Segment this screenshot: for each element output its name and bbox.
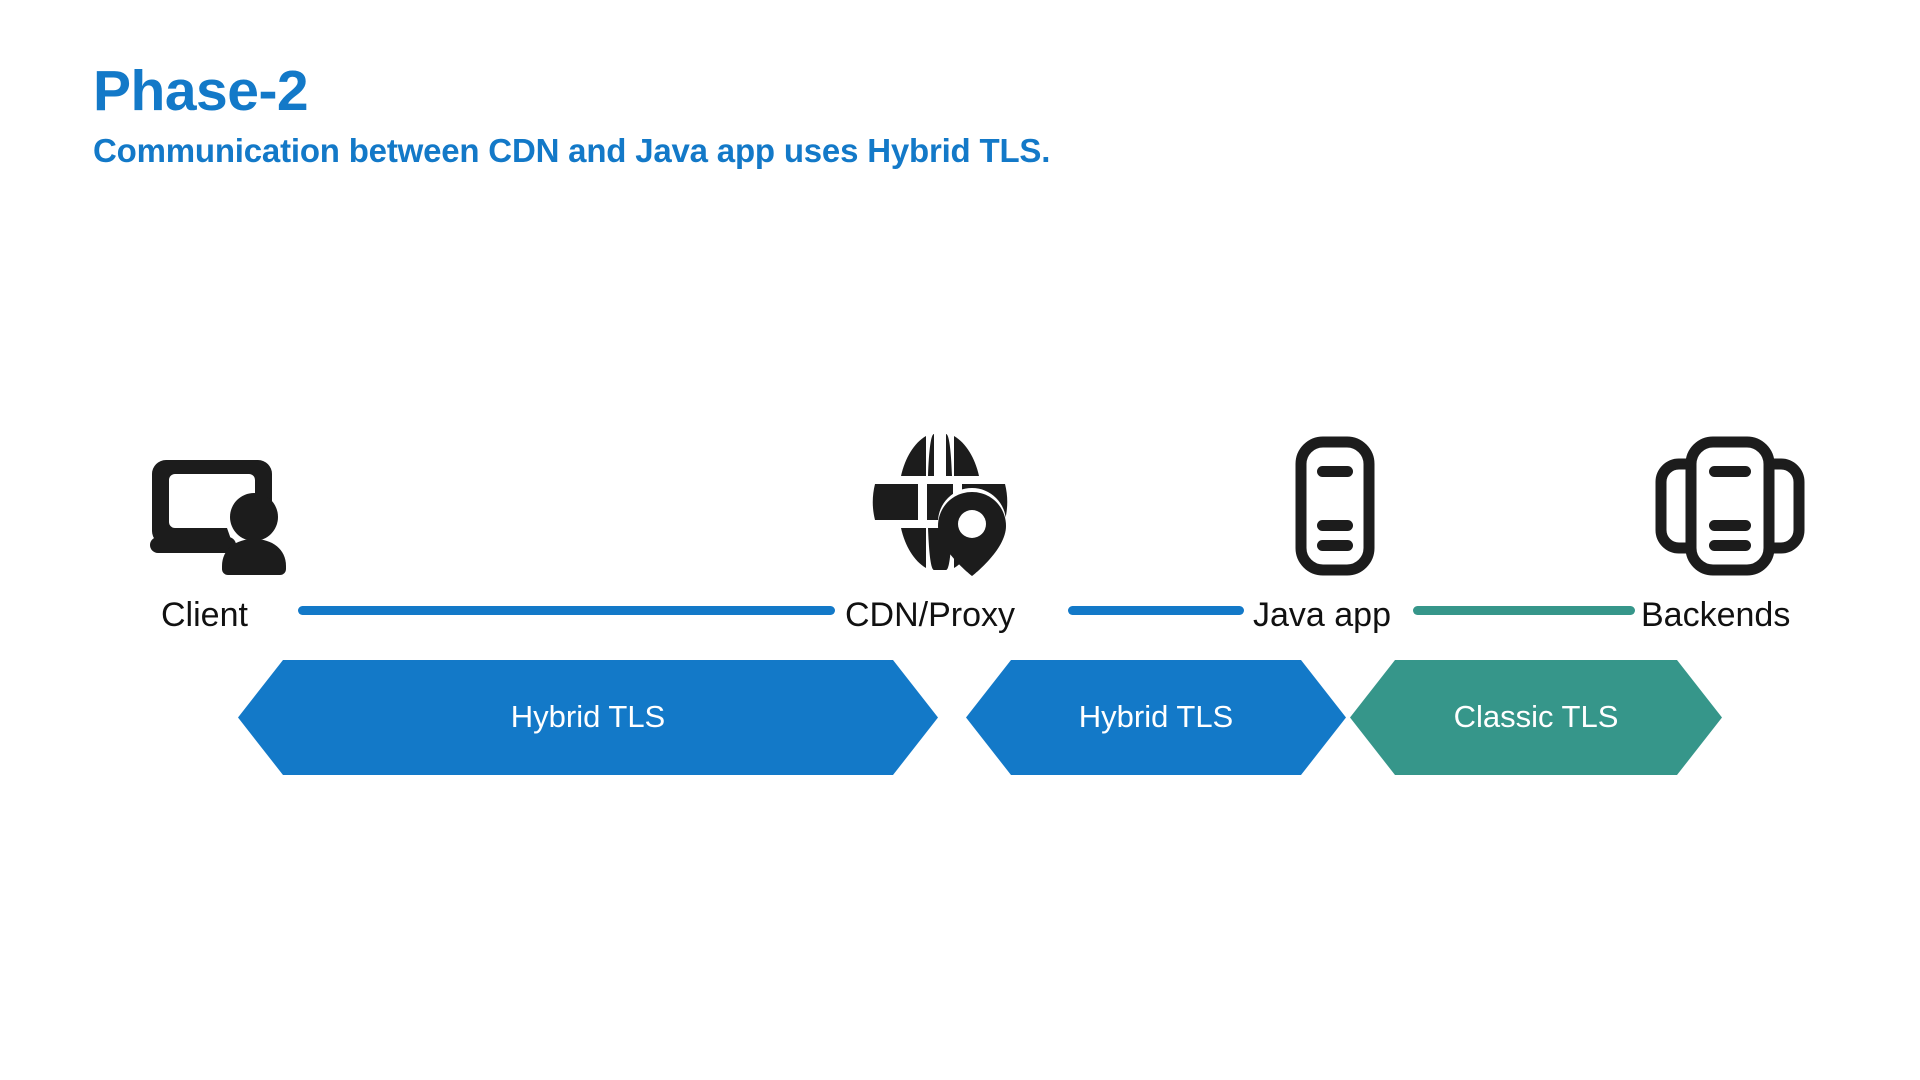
connector-cdn-javaapp: [1068, 606, 1244, 615]
connector-javaapp-backends: [1413, 606, 1635, 615]
server-stack-icon: [1655, 436, 1805, 576]
page-title: Phase-2: [93, 59, 309, 123]
node-label-cdn: CDN/Proxy: [845, 596, 1016, 634]
heading-block: Phase-2 Communication between CDN and Ja…: [93, 59, 1593, 170]
server-icon: [1295, 436, 1375, 576]
node-label-javaapp: Java app: [1253, 596, 1391, 634]
monitor-user-icon: [148, 440, 303, 575]
page-subtitle: Communication between CDN and Java app u…: [93, 131, 1051, 169]
band-classic-tls: Classic TLS: [1350, 660, 1722, 775]
band-hybrid-tls-1: Hybrid TLS: [238, 660, 938, 775]
band-label: Classic TLS: [1453, 699, 1619, 734]
band-hybrid-tls-2: Hybrid TLS: [966, 660, 1346, 775]
band-label: Hybrid TLS: [1078, 699, 1234, 734]
node-label-client: Client: [161, 596, 248, 634]
band-label: Hybrid TLS: [510, 699, 666, 734]
node-label-backends: Backends: [1641, 596, 1791, 634]
connector-client-cdn: [298, 606, 835, 615]
globe-location-pin-icon: [866, 430, 1011, 578]
